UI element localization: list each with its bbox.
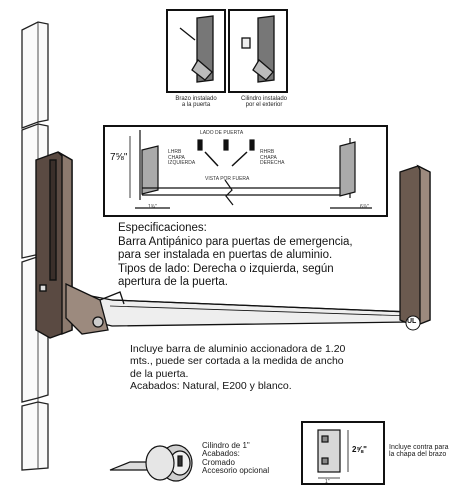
diagram-left-label: LHRB CHAPA IZQUIERDA: [168, 149, 196, 166]
diagram-right-label: RHRB CHAPA DERECHA: [260, 149, 285, 166]
ul-mark-icon: [405, 315, 421, 331]
end-bracket-right: [399, 164, 431, 327]
diagram-left-dim: 1¾": [148, 204, 157, 210]
strike-caption: Incluye contra para la chapa del brazo: [389, 444, 449, 459]
cylinder-drawing: [109, 444, 193, 482]
cylinder-text: Cilindro de 1" Acabados: Cromado Accesor…: [202, 441, 270, 476]
ul-mark-label: UL: [407, 318, 417, 325]
bar-info-text: Incluye barra de aluminio accionadora de…: [130, 343, 346, 393]
thumbnail-caption-cylinder: Cilindro instalado por el exterior: [240, 96, 288, 109]
strike-plate-drawing: [301, 421, 385, 485]
diagram-top-label: LADO DE PUERTA: [200, 130, 244, 136]
mechanism-case-left: [35, 151, 73, 339]
thumbnail-arm-drawing: [166, 9, 226, 93]
thumbnail-cylinder-drawing: [228, 9, 288, 93]
thumbnail-caption-arm: Brazo instalado a la puerta: [175, 96, 217, 109]
diagram-height-dim: 7⅝": [110, 152, 128, 163]
diagram-right-dim: 6⅞": [360, 204, 369, 210]
push-bar-drawing: [65, 282, 411, 335]
plan-view-diagram: [103, 125, 388, 217]
specifications-text: Especificaciones: Barra Antipánico para …: [118, 222, 353, 289]
strike-dim-height: 2⅝": [352, 445, 367, 454]
strike-dim-width: 1": [325, 479, 330, 485]
diagram-bottom-label: VISTA POR FUERA: [205, 176, 250, 182]
